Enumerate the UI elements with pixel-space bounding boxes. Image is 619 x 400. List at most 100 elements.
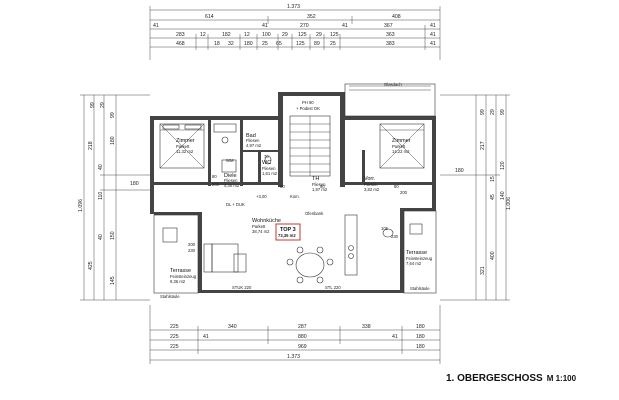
dim-bot-r2-5: 180	[416, 334, 425, 340]
dim-left-5: 40	[98, 234, 104, 240]
unit-label-box: TOP 3 73,35 m2	[275, 223, 301, 241]
right-dimensions: 1.006 321 400 217 99 29 99 45 120 15 140…	[440, 94, 512, 301]
dim-top-r5-10: 383	[386, 41, 395, 47]
label-kom: Kom.	[290, 194, 300, 199]
room-zimmer-right-floor: Parkett	[392, 144, 406, 149]
dim-top-r5-7: 125	[296, 41, 305, 47]
dim-top-r4-5: 100	[262, 32, 271, 38]
label-stuk: STUK 220	[232, 285, 252, 290]
room-th-area: 1,97 m2	[312, 187, 328, 192]
dim-bot-r1-4: 338	[362, 324, 371, 330]
dim-bot-r2-2: 41	[203, 334, 209, 340]
dim-top-r4-7: 125	[298, 32, 307, 38]
dim-right-3: 400	[490, 251, 496, 260]
room-vorr-name: Vorr.	[364, 176, 376, 182]
dim-top-r3-2: 41	[262, 23, 268, 29]
dim-left-2: 425	[88, 261, 94, 270]
dim-top-r4-10: 363	[386, 32, 395, 38]
room-terrasse-left-floor: Feinsteinzeug	[170, 274, 197, 279]
terrace-right-outline	[403, 210, 437, 294]
dim-top-r4-11: 41	[430, 32, 436, 38]
dim-bot-r2-4: 41	[392, 334, 398, 340]
label-stl: STL 220	[325, 285, 341, 290]
room-bad-area: 4,97 m2	[246, 143, 262, 148]
dim-right-8: 45	[490, 194, 496, 200]
dim-top-r4-3: 182	[222, 32, 231, 38]
dim-right-2: 321	[480, 266, 486, 275]
room-wohnkuche-floor: Parkett	[252, 224, 266, 229]
dim-bot-r3-3: 180	[416, 344, 425, 350]
dim-bot-r1-2: 340	[228, 324, 237, 330]
label-podest: + Podest OK	[296, 106, 320, 111]
room-diele-area: 4,40 m2	[224, 183, 240, 188]
label-door-80-c: 80	[394, 184, 399, 189]
dim-top-r5-9: 25	[330, 41, 336, 47]
room-terrasse-left-name: Terrasse	[170, 268, 191, 274]
dim-top-r3-5: 367	[384, 23, 393, 29]
dim-left-9: 150	[110, 231, 116, 240]
room-zimmer-left-name: Zimmer	[176, 138, 195, 144]
dim-top-total: 1.373	[287, 4, 300, 10]
dim-bot-r2-1: 225	[170, 334, 179, 340]
dim-top-r3-6: 41	[430, 23, 436, 29]
dim-right-9: 120	[500, 161, 506, 170]
furniture	[159, 123, 425, 284]
dim-bot-r1-3: 287	[298, 324, 307, 330]
label-door-70: 70	[264, 154, 269, 159]
label-door-90: 90	[320, 184, 325, 189]
dim-right-10: 15	[490, 176, 496, 182]
dim-left-10: 180	[110, 136, 116, 145]
unit-area: 73,35 m2	[278, 233, 296, 238]
dim-top-r5-8: 89	[314, 41, 320, 47]
dim-top-r2-3: 408	[392, 14, 401, 20]
dim-left-12: 29	[100, 102, 106, 108]
dim-left-7: 40	[98, 164, 104, 170]
dim-top-r5-11: 41	[430, 41, 436, 47]
walls	[150, 92, 436, 293]
label-stahlsaule-left: Stahlsäule	[160, 294, 180, 299]
unit-label: TOP 3	[280, 227, 296, 233]
dim-top-r5-4: 180	[244, 41, 253, 47]
dim-right-11: 140	[500, 191, 506, 200]
dim-left-4: 180	[130, 181, 139, 187]
room-bad-floor: Fliesen	[246, 138, 260, 143]
dim-bot-r1-1: 225	[170, 324, 179, 330]
misc-labels: Glasdach PH 90 + Podest OK Stahlsäule St…	[160, 82, 430, 299]
bottom-dimensions: 225 340 287 338 180 225 41 880 41 180 22…	[149, 305, 441, 364]
dim-top-r4-6: 29	[282, 32, 288, 38]
label-door-200-c: 200	[400, 190, 408, 195]
room-terrasse-right-floor: Feinsteinzeug	[406, 256, 433, 261]
dim-right-4: 217	[480, 141, 486, 150]
dim-top-r5-5: 25	[262, 41, 268, 47]
dim-top-r4-9: 125	[330, 32, 339, 38]
room-th-name: TH	[312, 176, 319, 182]
dim-left-8: 145	[110, 276, 116, 285]
dim-top-r4-2: 12	[200, 32, 206, 38]
label-dl-duk: DL + DUK	[226, 202, 245, 207]
label-door-200-b: 200	[188, 242, 196, 247]
room-wc-floor: Fliesen	[262, 166, 276, 171]
room-zimmer-left-area: 11,32 m2	[176, 149, 194, 154]
dim-bot-r1-5: 180	[416, 324, 425, 330]
dim-right-12: 180	[455, 168, 464, 174]
dim-right-7: 99	[500, 109, 506, 115]
dim-bot-r2-3: 880	[298, 334, 307, 340]
room-terrasse-right-name: Terrasse	[406, 250, 427, 256]
plan-title: 1. OBERGESCHOSS	[446, 373, 543, 384]
room-zimmer-right-area: 14,22 m2	[392, 149, 410, 154]
label-ph: PH 90	[302, 100, 314, 105]
dim-right-5: 99	[480, 109, 486, 115]
label-door-80-a: 80	[212, 174, 217, 179]
dim-top-r5-1: 468	[176, 41, 185, 47]
glass-roof-outline	[344, 83, 436, 117]
label-glasdach: Glasdach	[384, 82, 402, 87]
room-bad-name: Bad	[246, 133, 256, 139]
label-door-230-a: 230	[188, 248, 196, 253]
room-th-floor: Fliesen	[312, 182, 326, 187]
label-door-200-a: 200	[212, 182, 220, 187]
dim-top-r4-1: 283	[176, 32, 185, 38]
dim-top-r4-8: 29	[316, 32, 322, 38]
room-terrasse-right-area: 7,64 m2	[406, 261, 422, 266]
